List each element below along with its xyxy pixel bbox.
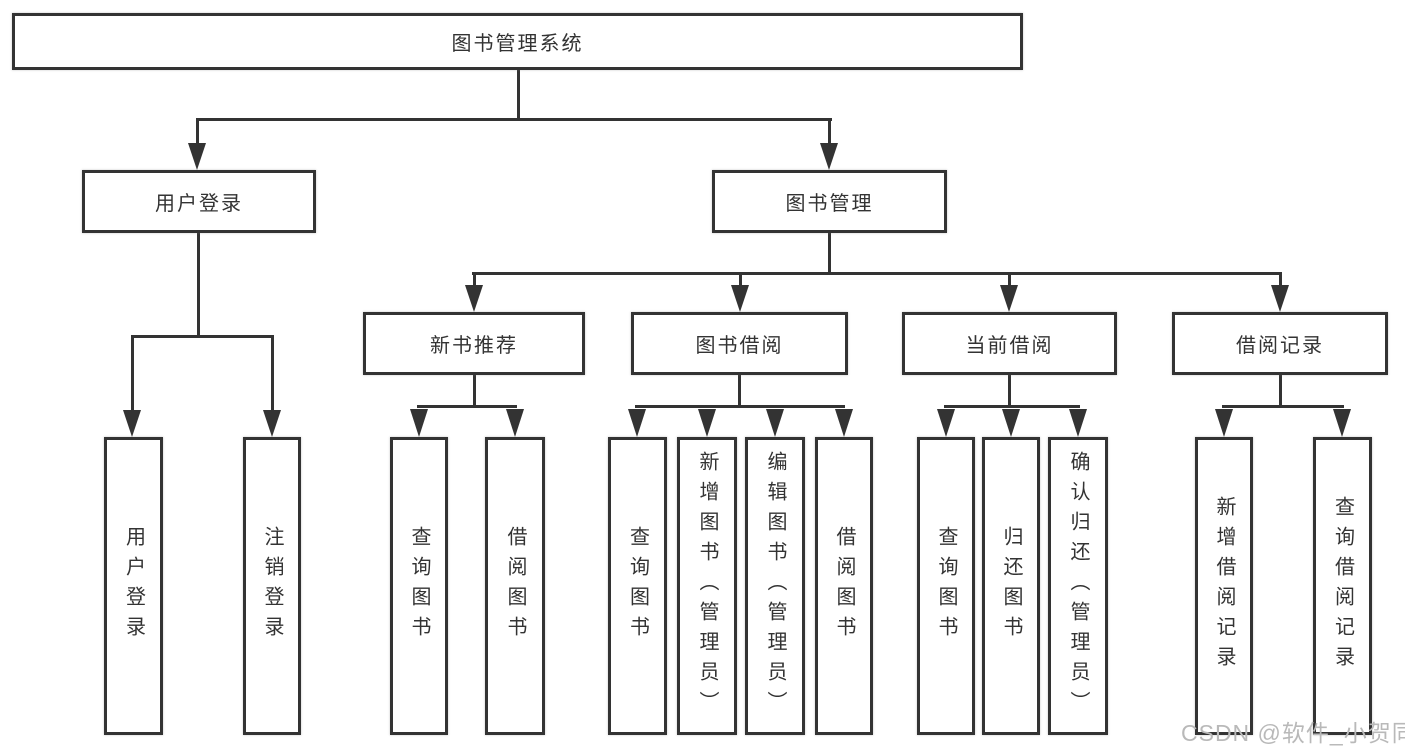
arrow-down-icon bbox=[1333, 409, 1351, 437]
arrow-down-icon bbox=[263, 410, 281, 437]
leaf-label: 确认归还（管理员） bbox=[1067, 451, 1089, 721]
node-current-borrow: 当前借阅 bbox=[902, 312, 1117, 375]
leaf-query-borrow-record: 查询借阅记录 bbox=[1313, 437, 1372, 735]
leaf-edit-books-admin: 编辑图书（管理员） bbox=[745, 437, 805, 735]
connector-user-login-stem bbox=[196, 121, 199, 144]
node-new-book-recommend: 新书推荐 bbox=[363, 312, 585, 375]
node-book-borrow: 图书借阅 bbox=[631, 312, 848, 375]
leaf-label: 借阅图书 bbox=[504, 526, 526, 646]
node-book-borrow-label: 图书借阅 bbox=[695, 335, 784, 357]
connector-newbooks-rail bbox=[417, 405, 517, 408]
arrow-down-icon bbox=[1000, 285, 1018, 312]
node-new-book-recommend-label: 新书推荐 bbox=[430, 335, 518, 357]
leaf-label: 编辑图书（管理员） bbox=[764, 451, 786, 721]
connector-level2-rail bbox=[196, 118, 832, 121]
connector-bookborrow-rail bbox=[635, 405, 845, 408]
leaf-borrow-books: 借阅图书 bbox=[815, 437, 873, 735]
leaf-user-login-label: 用户登录 bbox=[122, 526, 145, 646]
arrow-down-icon bbox=[698, 409, 716, 437]
connector-leaf-stem bbox=[131, 338, 134, 410]
connector-currentborrow-rail bbox=[944, 405, 1080, 408]
arrow-down-icon bbox=[188, 143, 206, 170]
leaf-label: 借阅图书 bbox=[833, 526, 855, 646]
leaf-label: 查询图书 bbox=[626, 526, 649, 646]
leaf-borrow-books-recommend: 借阅图书 bbox=[485, 437, 545, 735]
node-root-label: 图书管理系统 bbox=[451, 33, 584, 55]
arrow-down-icon bbox=[1271, 285, 1289, 312]
leaf-return-books: 归还图书 bbox=[982, 437, 1040, 735]
arrow-down-icon bbox=[1069, 409, 1087, 437]
arrow-down-icon bbox=[123, 410, 141, 437]
connector-branch-stem bbox=[739, 275, 742, 286]
leaf-label: 新增借阅记录 bbox=[1213, 496, 1235, 676]
leaf-query-books-current: 查询图书 bbox=[917, 437, 975, 735]
connector-book-mgmt-down bbox=[828, 233, 831, 272]
arrow-down-icon bbox=[506, 409, 524, 437]
connector-user-login-down bbox=[197, 233, 200, 335]
arrow-down-icon bbox=[628, 409, 646, 437]
leaf-logout-label: 注销登录 bbox=[261, 526, 283, 646]
leaf-user-login: 用户登录 bbox=[104, 437, 163, 735]
node-user-login-label: 用户登录 bbox=[155, 193, 243, 215]
arrow-down-icon bbox=[465, 285, 483, 312]
leaf-label: 查询图书 bbox=[408, 526, 430, 646]
node-current-borrow-label: 当前借阅 bbox=[965, 335, 1054, 357]
arrow-down-icon bbox=[731, 285, 749, 312]
node-book-management-label: 图书管理 bbox=[785, 193, 874, 215]
leaf-add-borrow-record: 新增借阅记录 bbox=[1195, 437, 1253, 735]
connector-bookborrow-down bbox=[738, 375, 741, 408]
connector-book-mgmt-stem bbox=[828, 121, 831, 144]
connector-branch-stem bbox=[1008, 275, 1011, 286]
arrow-down-icon bbox=[937, 409, 955, 437]
leaf-confirm-return-admin: 确认归还（管理员） bbox=[1048, 437, 1108, 735]
leaf-label: 新增图书（管理员） bbox=[696, 451, 718, 721]
csdn-watermark: CSDN @软件_小贺同学 bbox=[1181, 720, 1405, 746]
connector-leaf-stem bbox=[271, 338, 274, 410]
connector-root-stem bbox=[517, 68, 520, 120]
arrow-down-icon bbox=[1002, 409, 1020, 437]
connector-records-rail bbox=[1222, 405, 1344, 408]
node-borrow-records: 借阅记录 bbox=[1172, 312, 1388, 375]
leaf-label: 查询借阅记录 bbox=[1331, 496, 1354, 676]
connector-currentborrow-down bbox=[1008, 375, 1011, 408]
arrow-down-icon bbox=[410, 409, 428, 437]
node-root: 图书管理系统 bbox=[12, 13, 1023, 70]
leaf-query-books-borrow: 查询图书 bbox=[608, 437, 667, 735]
node-borrow-records-label: 借阅记录 bbox=[1236, 335, 1324, 357]
node-book-management: 图书管理 bbox=[712, 170, 947, 233]
arrow-down-icon bbox=[1215, 409, 1233, 437]
arrow-down-icon bbox=[820, 143, 838, 170]
arrow-down-icon bbox=[835, 409, 853, 437]
arrow-down-icon bbox=[766, 409, 784, 437]
node-user-login: 用户登录 bbox=[82, 170, 316, 233]
leaf-query-books-recommend: 查询图书 bbox=[390, 437, 448, 735]
connector-branch-stem bbox=[1279, 275, 1282, 286]
leaf-label: 查询图书 bbox=[935, 526, 957, 646]
connector-level3-rail bbox=[472, 272, 1282, 275]
connector-branch-stem bbox=[473, 275, 476, 286]
connector-records-down bbox=[1279, 375, 1282, 408]
leaf-logout: 注销登录 bbox=[243, 437, 301, 735]
leaf-add-books-admin: 新增图书（管理员） bbox=[677, 437, 737, 735]
leaf-label: 归还图书 bbox=[1000, 526, 1022, 646]
connector-newbooks-down bbox=[473, 375, 476, 408]
connector-user-login-rail bbox=[131, 335, 274, 338]
